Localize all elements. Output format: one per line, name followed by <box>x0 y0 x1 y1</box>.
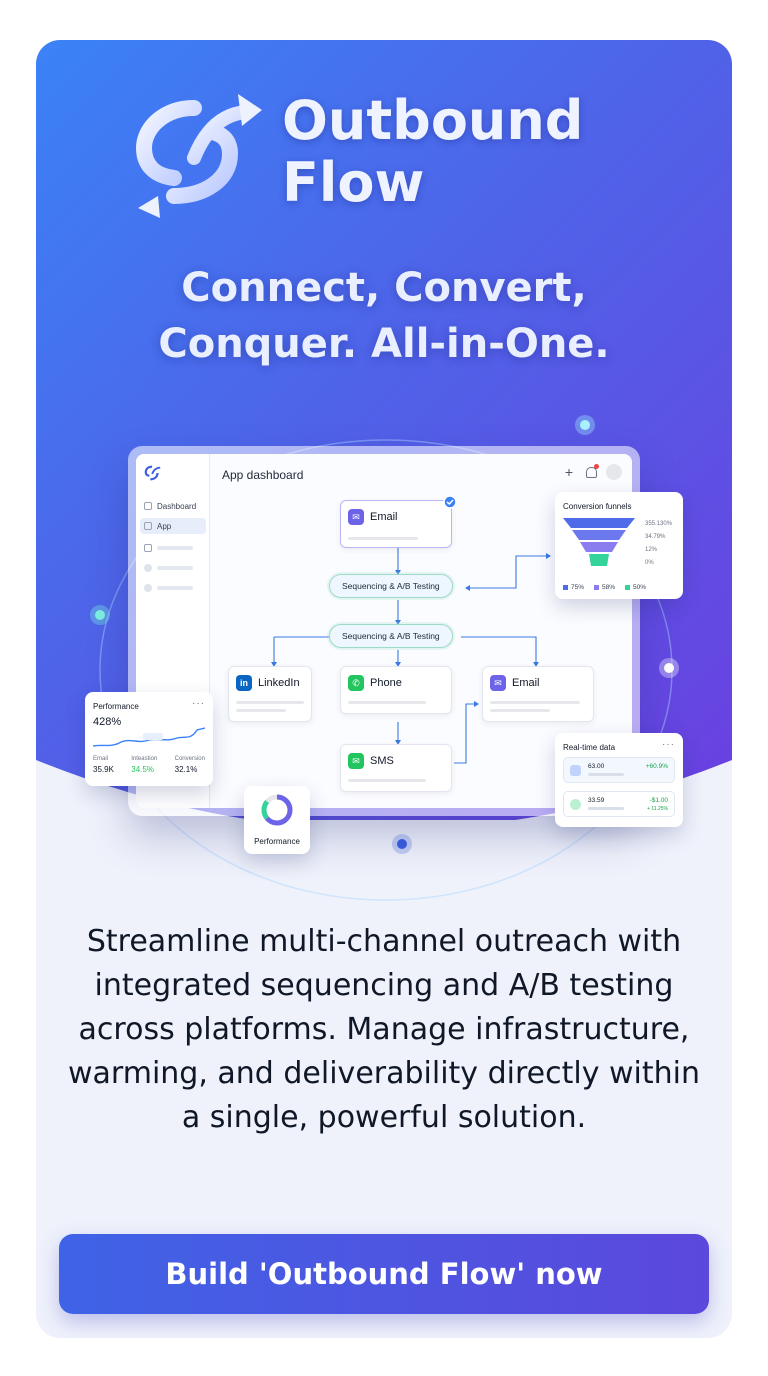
build-cta-button[interactable]: Build 'Outbound Flow' now <box>59 1234 709 1314</box>
stat-email: Email 35.9K <box>93 756 114 774</box>
apps-icon <box>144 522 152 530</box>
mini-logo-icon <box>144 465 161 481</box>
flow-connectors <box>271 546 551 764</box>
sidebar-item-placeholder-1[interactable] <box>144 540 193 556</box>
phone-icon: ✆ <box>348 675 364 691</box>
user-icon <box>144 584 152 592</box>
more-icon[interactable]: ··· <box>662 739 675 750</box>
realtime-row-1: 63.00 +60.9% <box>563 757 675 783</box>
performance-value: 428% <box>93 716 122 728</box>
grid-icon <box>144 502 152 510</box>
sidebar-item-dashboard[interactable]: Dashboard <box>144 498 196 514</box>
dashboard-title: App dashboard <box>222 468 304 482</box>
realtime-row-2: 33.59 -$1.00 + 11.25% <box>563 791 675 817</box>
more-icon[interactable]: ··· <box>192 698 205 709</box>
check-icon <box>443 495 457 509</box>
mail-icon: ✉ <box>490 675 506 691</box>
funnel-legend: 75% 58% 50% <box>563 584 646 591</box>
sidebar-item-placeholder-2[interactable] <box>144 560 193 576</box>
outbound-flow-logo <box>135 94 262 218</box>
chat-icon: ✉ <box>348 753 364 769</box>
mail-icon: ✉ <box>348 509 364 525</box>
bell-icon[interactable] <box>584 464 599 479</box>
bar-chart-icon <box>570 765 581 776</box>
sidebar-item-placeholder-3[interactable] <box>144 580 193 596</box>
brand-name: Outbound Flow <box>282 89 584 214</box>
sequencing-ab-testing-step-2[interactable]: Sequencing & A/B Testing <box>329 624 453 648</box>
plus-icon[interactable]: + <box>564 464 574 480</box>
sparkline <box>93 727 205 747</box>
avatar[interactable] <box>606 464 622 480</box>
sequencing-ab-testing-step-1[interactable]: Sequencing & A/B Testing <box>329 574 453 598</box>
sidebar-item-app[interactable]: App <box>140 518 206 534</box>
funnel-chart <box>563 518 635 566</box>
email-node[interactable]: ✉Email <box>340 495 457 548</box>
realtime-data-card: Real-time data ··· 63.00 +60.9% 33.59 -$… <box>555 733 683 827</box>
phone-node[interactable]: ✆Phone <box>340 666 452 714</box>
folder-icon <box>144 544 152 552</box>
stat-inteastion: Inteastion 34.5% <box>131 756 158 774</box>
stat-conversion: Conversion 32.1% <box>174 756 205 774</box>
clock-icon <box>570 799 581 810</box>
email-node-right[interactable]: ✉Email <box>482 666 594 722</box>
description: Streamline multi-channel outreach with i… <box>68 924 700 1135</box>
sms-node[interactable]: ✉SMS <box>340 744 452 792</box>
tagline: Connect, Convert, Conquer. All-in-One. <box>158 265 610 367</box>
circle-icon <box>144 564 152 572</box>
performance-badge: Performance <box>244 786 310 854</box>
performance-card: Performance ··· 428% Email 35.9K Inteast… <box>85 692 213 786</box>
promo-card: Outbound Flow Connect, Convert, Conquer.… <box>36 40 732 1338</box>
donut-icon <box>261 794 293 826</box>
linkedin-icon: in <box>236 675 252 691</box>
dashboard-toolbar: + <box>562 464 622 480</box>
conversion-funnel-card: Conversion funnels 355.130% 34.79% 12% 0… <box>555 492 683 599</box>
